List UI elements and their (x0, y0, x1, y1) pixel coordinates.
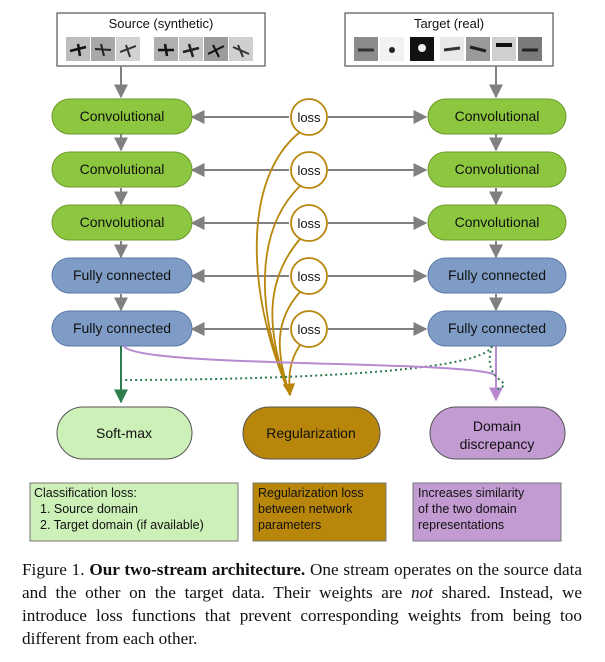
target-layer-label: Convolutional (455, 108, 540, 124)
target-layer-conv1: Convolutional (427, 98, 567, 135)
note-regularization-line3: parameters (258, 518, 321, 532)
source-image-strip (66, 37, 253, 61)
source-title: Source (synthetic) (109, 16, 214, 31)
source-layer-label: Fully connected (73, 267, 171, 283)
caption-prefix: Figure 1. (22, 560, 85, 579)
note-domain: Increases similarity of the two domain r… (412, 482, 562, 542)
target-layer-conv3: Convolutional (427, 204, 567, 241)
target-layer-fc2: Fully connected (427, 310, 567, 347)
source-stream: Convolutional Convolutional Convolutiona… (51, 98, 193, 347)
note-classification-line3: 2. Target domain (if available) (40, 518, 204, 532)
target-layer-fc1: Fully connected (427, 257, 567, 294)
source-layer-fc2: Fully connected (51, 310, 193, 347)
loss-label: loss (297, 110, 321, 125)
domain-label-line2: discrepancy (460, 436, 535, 452)
source-layer-conv2: Convolutional (51, 151, 193, 188)
loss-node: loss (290, 310, 328, 348)
target-layer-conv2: Convolutional (427, 151, 567, 188)
source-layer-conv1: Convolutional (51, 98, 193, 135)
caption-bold: Our two-stream architecture. (89, 560, 306, 579)
target-layer-label: Convolutional (455, 161, 540, 177)
target-layer-label: Fully connected (448, 267, 546, 283)
note-classification-line1: Classification loss: (34, 486, 137, 500)
output-regularization: Regularization (242, 406, 381, 460)
target-image-strip (354, 37, 542, 61)
loss-label: loss (297, 269, 321, 284)
loss-node: loss (290, 98, 328, 136)
target-layer-label: Fully connected (448, 320, 546, 336)
loss-to-regularization-curves (255, 131, 301, 397)
caption-seg1: One stream operates on the source data a… (22, 560, 583, 602)
softmax-label: Soft-max (96, 425, 152, 441)
note-regularization: Regularization loss between network para… (252, 482, 387, 542)
caption-seg2: shared. Instead, we introduce loss funct… (22, 583, 583, 648)
domain-label-line1: Domain (473, 418, 521, 434)
output-connections (114, 345, 505, 404)
loss-label: loss (297, 216, 321, 231)
note-domain-line2: of the two domain (418, 502, 517, 516)
regularization-label: Regularization (266, 425, 356, 441)
note-regularization-line1: Regularization loss (258, 486, 364, 500)
loss-node: loss (290, 204, 328, 242)
loss-node: loss (290, 151, 328, 189)
figure-caption: Figure 1. Our two-stream architecture. O… (22, 558, 582, 650)
source-layer-label: Fully connected (73, 320, 171, 336)
note-classification-line2: 1. Source domain (40, 502, 138, 516)
source-layer-label: Convolutional (80, 161, 165, 177)
loss-label: loss (297, 322, 321, 337)
weight-tying-arrows (190, 110, 428, 336)
loss-nodes: loss loss loss loss loss (290, 98, 328, 348)
source-layer-label: Convolutional (80, 214, 165, 230)
note-classification: Classification loss: 1. Source domain 2.… (29, 482, 239, 542)
caption-italic: not (410, 583, 433, 602)
target-input: Target (real) (344, 12, 554, 67)
source-layer-label: Convolutional (80, 108, 165, 124)
output-softmax: Soft-max (56, 406, 193, 460)
loss-label: loss (297, 163, 321, 178)
source-layer-conv3: Convolutional (51, 204, 193, 241)
note-domain-line3: representations (418, 518, 504, 532)
source-layer-fc1: Fully connected (51, 257, 193, 294)
note-domain-line1: Increases similarity (418, 486, 525, 500)
source-input: Source (synthetic) (56, 12, 266, 67)
loss-node: loss (290, 257, 328, 295)
architecture-diagram: Source (synthetic) Target (real) (29, 12, 567, 542)
output-domain-discrepancy: Domain discrepancy (429, 406, 566, 460)
note-regularization-line2: between network (258, 502, 353, 516)
target-layer-label: Convolutional (455, 214, 540, 230)
target-title: Target (real) (414, 16, 484, 31)
